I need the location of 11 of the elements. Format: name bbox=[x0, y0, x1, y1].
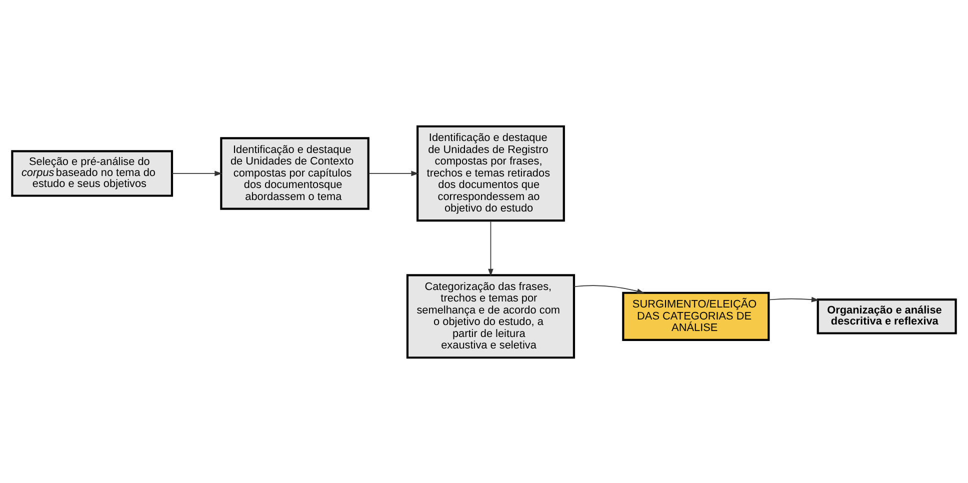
arrow bbox=[368, 170, 419, 176]
arrow bbox=[172, 170, 222, 176]
arrow bbox=[768, 296, 820, 302]
node-box: Categorização das frases, trechos e temas por semelhança e de acordo com o objetivo do estudo, a partir de leitura exaustiva e seletiva bbox=[406, 274, 576, 358]
arrow bbox=[574, 284, 645, 294]
node-box: SURGIMENTO/ELEIÇÃO DAS CATEGORIAS DE ANÁLISE bbox=[622, 291, 770, 341]
arrow bbox=[488, 220, 494, 276]
node-box: Identificação e destaque de Unidades de Contexto compostas por capítulos dos documentosque abordassem o tema bbox=[220, 136, 370, 210]
node-box: Identificação e destaque de Unidades de Registro compostas por frases, trechos e temas retirados dos documentos que correspondessem ao objetivo do estudo bbox=[416, 124, 565, 222]
node-box: Seleção e pré-análise do corpus baseado no tema do estudo e seus objetivos bbox=[11, 150, 174, 196]
node-box: Organização e análise descritiva e reflexiva bbox=[816, 298, 957, 334]
